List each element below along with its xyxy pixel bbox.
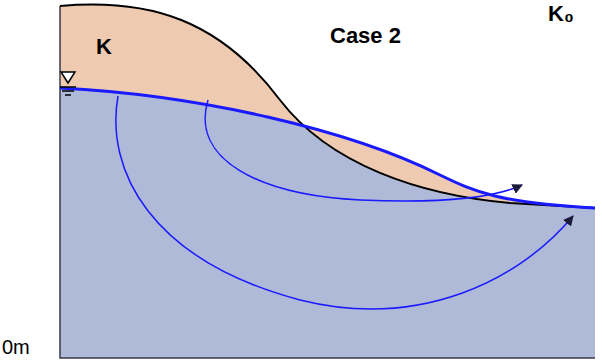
elevation-label: 0m bbox=[2, 337, 30, 357]
water-table-symbol bbox=[61, 72, 75, 83]
domain-border bbox=[60, 88, 595, 358]
saturated-zone bbox=[60, 88, 595, 358]
case-title: Case 2 bbox=[330, 25, 401, 47]
flow-line bbox=[205, 100, 522, 201]
unsaturated-soil bbox=[60, 4, 595, 208]
permeability-label: K₀ bbox=[548, 3, 574, 25]
water-table bbox=[60, 88, 595, 208]
domain-border bbox=[59, 6, 61, 88]
flow-line bbox=[116, 96, 573, 309]
water-table-symbol bbox=[60, 87, 76, 95]
ground-surface bbox=[60, 4, 595, 208]
permeability-label: K bbox=[96, 36, 112, 58]
